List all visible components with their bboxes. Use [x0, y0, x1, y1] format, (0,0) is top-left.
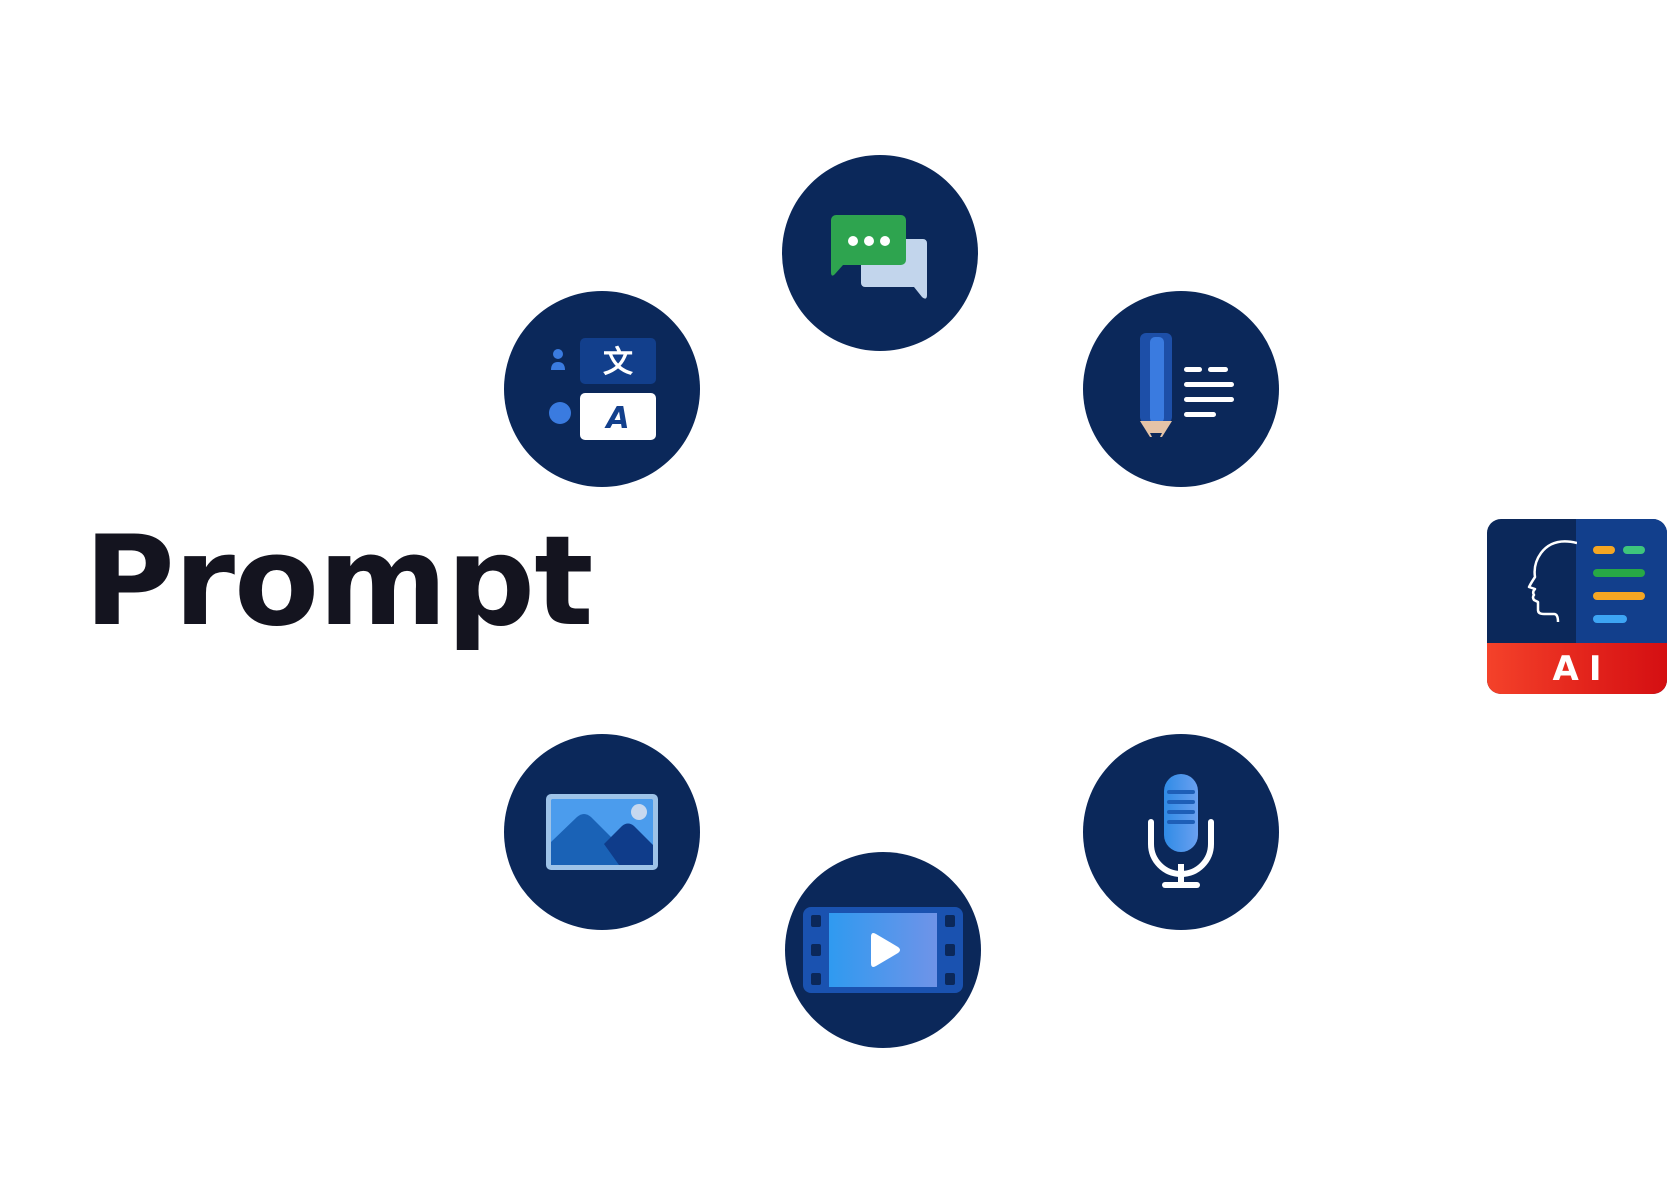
ai-text-line-2	[1623, 546, 1645, 554]
ai-app-icon[interactable]: AI	[1487, 519, 1667, 694]
translate-icon: 文 A	[549, 338, 656, 440]
ai-document-panel	[1576, 519, 1667, 643]
translate-node[interactable]: 文 A	[504, 291, 700, 487]
video-node[interactable]	[785, 852, 981, 1048]
prompt-title: Prompt	[84, 510, 593, 654]
pencil-text-icon	[1140, 333, 1234, 439]
writing-node[interactable]	[1083, 291, 1279, 487]
ai-text-line-5	[1593, 615, 1627, 623]
image-node[interactable]	[504, 734, 700, 930]
svg-text:文: 文	[603, 345, 633, 380]
chat-node[interactable]	[782, 155, 978, 351]
audio-node[interactable]	[1083, 734, 1279, 930]
ai-label: AI	[1552, 648, 1612, 689]
image-icon	[546, 794, 658, 870]
ai-text-line-4	[1593, 592, 1645, 600]
ai-label-bar: AI	[1487, 643, 1667, 694]
ai-head-icon	[1527, 540, 1577, 623]
microphone-icon	[1148, 774, 1214, 888]
svg-text:A: A	[604, 401, 629, 436]
chat-bubbles-icon	[831, 215, 927, 299]
video-play-icon	[803, 907, 963, 993]
ai-text-line-1	[1593, 546, 1615, 554]
ai-text-line-3	[1593, 569, 1645, 577]
